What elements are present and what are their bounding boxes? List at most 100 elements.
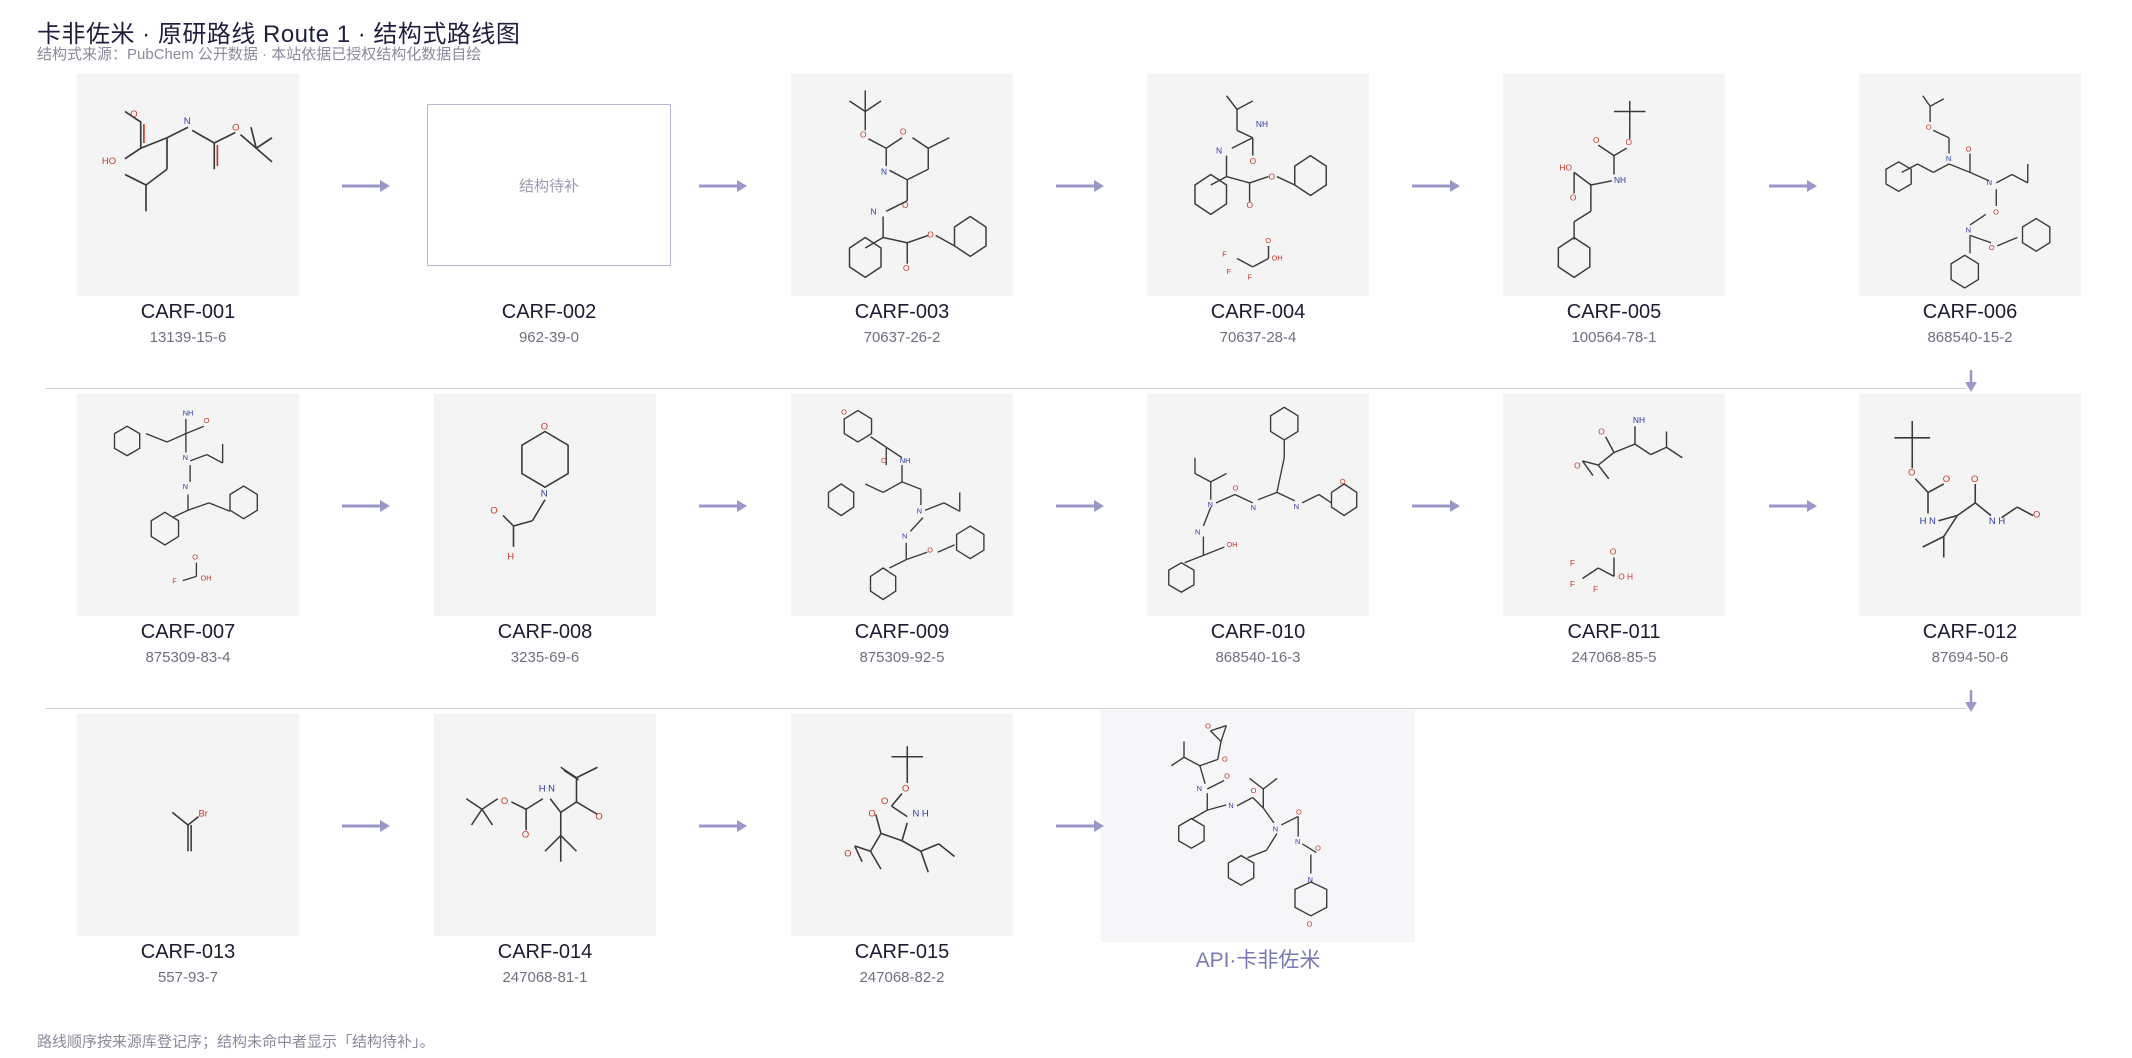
svg-text:F: F: [1570, 558, 1575, 568]
compound-card[interactable]: O N O N O N O CARF-006 868540-15-2: [1858, 74, 2082, 346]
compound-cas: 868540-16-3: [1215, 649, 1301, 666]
compound-id: CARF-009: [854, 621, 950, 643]
svg-text:OH: OH: [201, 574, 212, 583]
arrow-right-icon: [342, 180, 390, 192]
arrow-right-icon: [699, 820, 747, 832]
epoxyketone-amine-tfa-structure: NH O O FFF OO H: [1570, 415, 1683, 594]
boc-epoxyketone-structure: O O N H O O: [844, 746, 955, 873]
svg-text:O: O: [1205, 722, 1211, 731]
compound-card[interactable]: O HO N O CARF-001 13139-15-6: [76, 74, 300, 346]
structure-image: O O NH HO O: [1503, 74, 1725, 296]
page-subtitle: 结构式来源：PubChem 公开数据 · 本站依据已授权结构化数据自绘: [37, 46, 482, 63]
svg-text:HO: HO: [1559, 162, 1572, 172]
svg-text:O: O: [130, 109, 137, 120]
structure-image: O O H N O: [434, 714, 656, 936]
structure-image: N O N N O N OH: [1147, 394, 1369, 616]
svg-text:N: N: [881, 167, 887, 177]
svg-text:OH: OH: [1272, 254, 1283, 263]
compound-cas: 247068-85-5: [1571, 649, 1657, 666]
svg-text:N: N: [1197, 784, 1202, 793]
svg-text:O: O: [1246, 200, 1253, 210]
structure-image: O O N H O O: [791, 714, 1013, 936]
compound-card[interactable]: N O N N O N OH CARF-010 868540-16-3: [1146, 394, 1370, 666]
api-node[interactable]: O O N O N O N O N O N O API·卡非佐米: [1101, 710, 1415, 974]
compound-card[interactable]: O O H N O CARF-014 247068-81-1: [433, 714, 657, 986]
svg-text:F: F: [1227, 267, 1232, 276]
compound-id: CARF-011: [1567, 621, 1661, 643]
svg-text:N: N: [1228, 801, 1233, 810]
tetrapeptide-ester-structure: O O NH N N O: [827, 408, 985, 601]
compound-id: CARF-005: [1566, 301, 1662, 323]
structure-image: Br: [77, 714, 299, 936]
svg-text:O: O: [1989, 243, 1995, 252]
compound-id: CARF-003: [854, 301, 950, 323]
compound-card[interactable]: O O NH HO O CARF-005 100564-78-1: [1502, 74, 1726, 346]
svg-text:N: N: [1294, 502, 1299, 511]
compound-card[interactable]: O O H N O N H O CARF-012 87694-50-6: [1858, 394, 2082, 666]
structure-image: O N O N O N O: [1859, 74, 2081, 296]
compound-card[interactable]: Br CARF-013 557-93-7: [76, 714, 300, 986]
svg-text:O: O: [192, 553, 198, 562]
svg-text:O: O: [1598, 427, 1605, 437]
svg-text:O: O: [204, 416, 210, 425]
compound-cas: 875309-83-4: [145, 649, 231, 666]
structure-image: O HO N O: [77, 74, 299, 296]
svg-text:N H: N H: [1989, 516, 2005, 527]
svg-text:O: O: [1222, 755, 1228, 764]
structure-image: O N O H: [434, 394, 656, 616]
page-title: 卡非佐米 · 原研路线 Route 1 · 结构式路线图: [37, 21, 521, 48]
svg-text:O: O: [1626, 137, 1633, 147]
compound-card[interactable]: O O N H O O CARF-015 247068-82-2: [790, 714, 1014, 986]
compound-cas: 247068-81-1: [502, 969, 588, 986]
svg-text:NH: NH: [1614, 175, 1626, 185]
compound-card[interactable]: O O NH N N O CARF-009 875309-92-5: [790, 394, 1014, 666]
compound-cas: 100564-78-1: [1571, 329, 1657, 346]
svg-text:NH: NH: [1633, 415, 1645, 425]
compound-card[interactable]: O N O H CARF-008 3235-69-6: [433, 394, 657, 666]
svg-text:NH: NH: [1256, 119, 1268, 129]
svg-text:O: O: [501, 796, 508, 807]
svg-text:F: F: [1570, 579, 1575, 589]
structure-pending: 结构待补: [424, 74, 674, 296]
structure-image: O O N O N O O: [791, 74, 1013, 296]
compound-id: CARF-012: [1922, 621, 2018, 643]
compound-id: CARF-001: [140, 301, 236, 323]
dipeptide-structure: O O N O N O O: [848, 90, 987, 279]
arrow-right-icon: [1056, 180, 1104, 192]
boc-leu-weinreb-structure: O O H N O N H O: [1894, 421, 2040, 558]
compound-cas: 247068-82-2: [859, 969, 945, 986]
svg-text:O: O: [1251, 786, 1257, 795]
structure-image: O O H N O N H O: [1859, 394, 2081, 616]
compound-cas: 557-93-7: [157, 969, 219, 986]
compound-card[interactable]: 结构待补 CARF-002 962-39-0: [424, 74, 674, 346]
svg-text:O H: O H: [1618, 572, 1633, 582]
arrow-right-icon: [699, 500, 747, 512]
arrow-right-icon: [342, 500, 390, 512]
svg-text:O: O: [903, 263, 910, 273]
svg-text:OH: OH: [1227, 540, 1238, 549]
arrow-right-icon: [1769, 500, 1817, 512]
svg-text:N: N: [1273, 824, 1278, 833]
svg-text:O: O: [900, 127, 907, 137]
compound-cas: 868540-15-2: [1927, 329, 2013, 346]
compound-card[interactable]: O O N O N O O CARF-003 70637-26-2: [790, 74, 1014, 346]
svg-text:O: O: [1993, 207, 1999, 216]
svg-text:O: O: [1971, 474, 1978, 485]
svg-text:N: N: [1216, 146, 1222, 156]
svg-text:O: O: [1233, 483, 1239, 492]
compound-id: CARF-008: [497, 621, 593, 643]
svg-text:O: O: [595, 812, 602, 823]
svg-text:O: O: [1307, 919, 1313, 928]
svg-text:HO: HO: [102, 156, 116, 167]
svg-text:O: O: [1315, 843, 1321, 852]
svg-text:O: O: [1574, 460, 1581, 470]
svg-text:O: O: [881, 796, 888, 807]
svg-text:O: O: [881, 456, 887, 465]
compound-cas: 875309-92-5: [859, 649, 945, 666]
bromopropene-structure: Br: [171, 809, 208, 852]
